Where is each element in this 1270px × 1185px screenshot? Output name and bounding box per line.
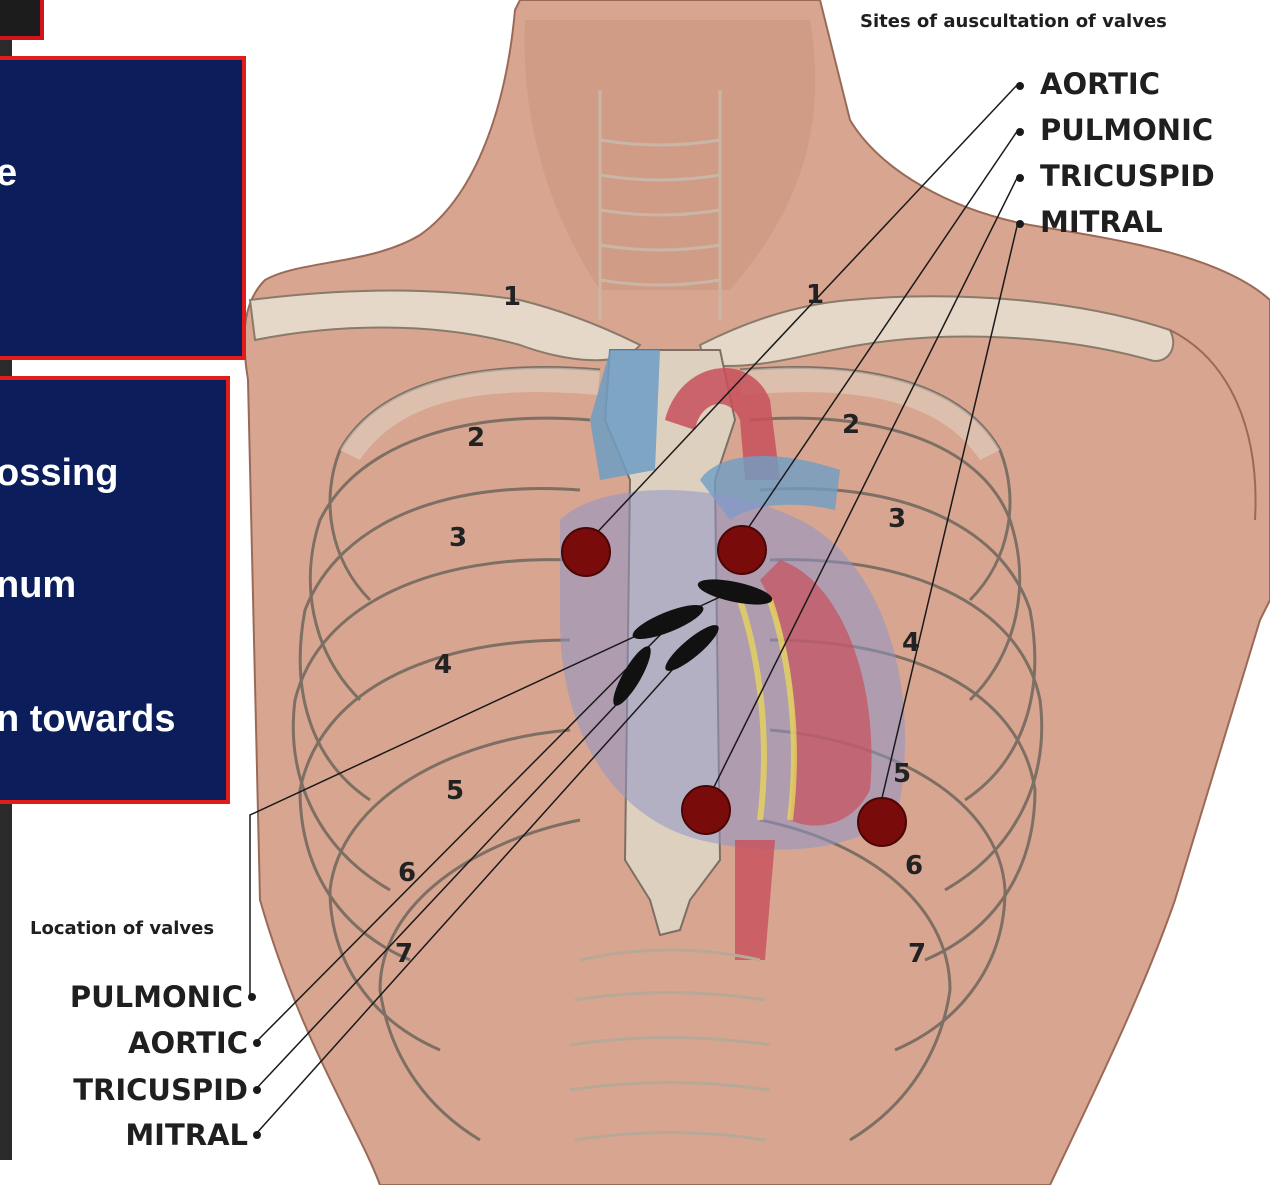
rib-number: 1: [503, 282, 521, 312]
sites-label-mitral: MITRAL: [1040, 205, 1163, 239]
box-text-line: num: [0, 564, 76, 607]
box-text-line: ossing: [0, 452, 118, 495]
box-text-line: e: [0, 152, 17, 195]
sites-label-aortic: AORTIC: [1040, 67, 1160, 101]
rib-number: 1: [806, 280, 824, 310]
rib-number: 2: [467, 423, 485, 453]
rib-number: 7: [395, 939, 413, 969]
location-label-mitral: MITRAL: [125, 1118, 248, 1152]
tricuspid-site-dot: [682, 786, 730, 834]
rib-number: 4: [902, 628, 920, 658]
location-label-aortic: AORTIC: [128, 1026, 248, 1060]
rib-number: 2: [842, 410, 860, 440]
box-text-line: n towards: [0, 698, 175, 741]
location-label-tricuspid: TRICUSPID: [73, 1073, 248, 1107]
rib-number: 3: [449, 523, 467, 553]
rib-number: 6: [398, 858, 416, 888]
sites-label-pulmonic: PULMONIC: [1040, 113, 1213, 147]
sites-title: Sites of auscultation of valves: [860, 11, 1167, 32]
aortic-site-dot: [562, 528, 610, 576]
slide-text-box-top: e: [0, 56, 246, 360]
mitral-site-dot: [858, 798, 906, 846]
rib-number: 4: [434, 650, 452, 680]
rib-number: 6: [905, 851, 923, 881]
slide-text-box-middle: ossing num n towards: [0, 376, 230, 804]
location-label-bullets: [248, 993, 261, 1139]
rib-number: 5: [893, 759, 911, 789]
rib-number: 3: [888, 504, 906, 534]
rib-number: 5: [446, 776, 464, 806]
location-title: Location of valves: [30, 918, 214, 939]
pulmonic-site-dot: [718, 526, 766, 574]
sites-label-tricuspid: TRICUSPID: [1040, 159, 1215, 193]
sites-label-bullets: [1016, 82, 1024, 228]
rib-number: 7: [908, 939, 926, 969]
location-label-pulmonic: PULMONIC: [70, 980, 243, 1014]
